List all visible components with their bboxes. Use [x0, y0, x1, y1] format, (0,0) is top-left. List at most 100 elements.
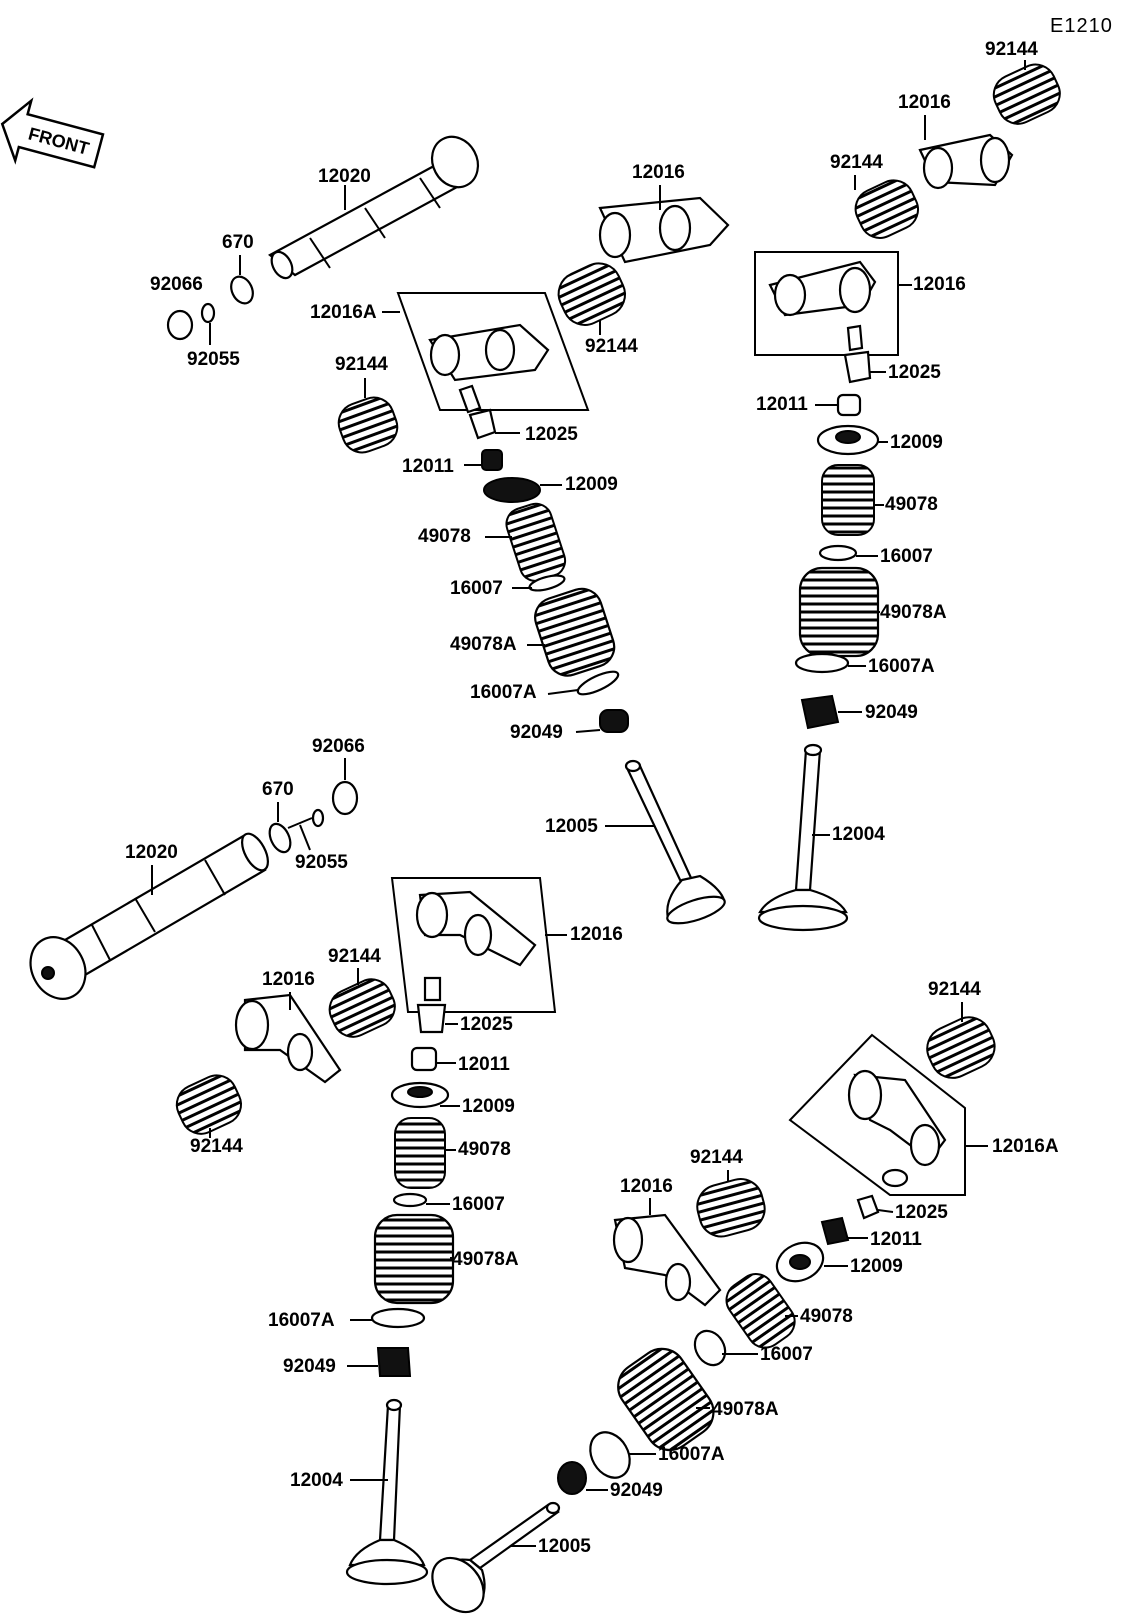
tr-seat	[818, 544, 858, 562]
bl-valve	[345, 1398, 429, 1586]
callout-ul-adjuster: 12025	[525, 424, 578, 445]
tr-adjuster	[843, 350, 872, 384]
bl-adjuster-tip	[423, 976, 442, 1002]
ul-seat-a	[576, 670, 620, 696]
br-inner-spring	[725, 1273, 796, 1349]
callout-bl-adjuster: 12025	[460, 1014, 513, 1035]
callout-br-rocker: 12016	[620, 1176, 673, 1197]
callout-tr-seat: 16007	[880, 546, 933, 567]
callout-br-inner-spring: 49078	[800, 1306, 853, 1327]
callout-ul-rocker: 12016A	[310, 302, 377, 323]
callout-bl-seal: 92049	[283, 1356, 336, 1377]
callout-bl-retainer: 12009	[462, 1096, 515, 1117]
tr-rocker-arm	[768, 260, 877, 317]
callout-top-plug: 92066	[150, 274, 203, 295]
callout-bl-valve: 12004	[290, 1470, 343, 1491]
callout-br-seat-a: 16007A	[658, 1444, 725, 1465]
br-nut	[820, 1216, 850, 1246]
callout-tr-spring-top: 92144	[985, 39, 1038, 60]
callout-tr-adjuster: 12025	[888, 362, 941, 383]
callout-ul-seat: 16007	[450, 578, 503, 599]
callout-bl-nut: 12011	[458, 1054, 510, 1075]
callout-br-adjuster: 12025	[895, 1202, 948, 1223]
br-rocker-arm	[612, 1213, 722, 1307]
callout-tr-outer-spring: 49078A	[880, 602, 947, 623]
bot-plug-ring	[311, 808, 325, 828]
bot-oring	[268, 822, 292, 854]
callout-mid-rocker: 12016	[632, 162, 685, 183]
callout-ul-valve: 12005	[545, 816, 598, 837]
tr-rocker-box	[754, 251, 899, 356]
callout-ul-retainer: 12009	[565, 474, 618, 495]
callout-tr-seat-a: 16007A	[868, 656, 935, 677]
callout-bot-plug: 92066	[312, 736, 365, 757]
callout-ul-seat-a: 16007A	[470, 682, 537, 703]
ul-inner-spring	[505, 502, 567, 582]
ul-outer-spring	[534, 587, 616, 677]
tr-spring-top	[992, 63, 1061, 125]
ul-valve	[624, 759, 726, 925]
callout-ul-seal: 92049	[510, 722, 563, 743]
bot-rocker-shaft	[29, 832, 269, 1000]
top-plug	[166, 309, 194, 341]
callout-br-retainer: 12009	[850, 1256, 903, 1277]
callout-ul-outer-spring: 49078A	[450, 634, 517, 655]
ul-nut	[481, 449, 503, 471]
bl-rocker-arm-box	[415, 890, 537, 967]
ul-spring-left	[337, 396, 399, 454]
bl-inner-spring	[394, 1117, 446, 1189]
tr-inner-spring	[821, 464, 875, 536]
callout-br-outer-spring: 49078A	[712, 1399, 779, 1420]
br-spring	[696, 1178, 766, 1238]
callout-mid-spring: 92144	[585, 336, 638, 357]
callout-tr-valve: 12004	[832, 824, 885, 845]
top-plug-ring	[200, 302, 216, 324]
br-valve	[431, 1501, 561, 1614]
callout-br-seal: 92049	[610, 1480, 663, 1501]
tr-spring-mid	[854, 179, 919, 239]
br-rocker-box	[788, 1033, 966, 1196]
ul-adjuster	[468, 408, 497, 440]
bl-seal	[376, 1347, 412, 1377]
callout-br-spring: 92144	[690, 1147, 743, 1168]
ul-seal	[599, 709, 629, 733]
callout-top-plug-ring: 92055	[187, 349, 240, 370]
tr-seat-a	[794, 652, 850, 674]
bl-spring-a	[328, 978, 396, 1038]
br-spring-top	[926, 1016, 996, 1079]
callout-tr-spring-mid: 92144	[830, 152, 883, 173]
br-rocker-arm-box	[847, 1069, 947, 1188]
bl-outer-spring	[373, 1213, 455, 1305]
mid-spring	[557, 262, 626, 326]
callout-bl-outer-spring: 49078A	[452, 1249, 519, 1270]
br-seat-a	[589, 1431, 631, 1479]
ul-rocker-arm	[428, 323, 550, 382]
tr-seal	[800, 694, 840, 730]
bot-plug	[331, 780, 359, 816]
callout-tr-inner-spring: 49078	[885, 494, 938, 515]
callout-tr-retainer: 12009	[890, 432, 943, 453]
bl-nut	[410, 1046, 438, 1072]
callout-bl-inner-spring: 49078	[458, 1139, 511, 1160]
callout-bot-oring: 670	[262, 779, 294, 800]
br-seal	[557, 1461, 587, 1495]
bl-rocker-box	[390, 877, 557, 1013]
top-rocker-shaft	[268, 135, 480, 280]
callout-ul-spring-a: 92144	[335, 354, 388, 375]
callout-bl-spring-b: 92144	[190, 1136, 243, 1157]
br-outer-spring	[617, 1347, 715, 1452]
callout-bot-plug-ring: 92055	[295, 852, 348, 873]
front-arrow-icon: FRONT	[0, 97, 105, 169]
bl-rocker-arm	[234, 993, 342, 1084]
callout-top-oring: 670	[222, 232, 254, 253]
bl-seat	[392, 1192, 428, 1208]
callout-bl-rocker: 12016	[262, 969, 315, 990]
diagram-code: E1210	[1050, 15, 1113, 37]
top-oring	[230, 275, 254, 305]
tr-valve	[757, 743, 849, 932]
callout-br-spring-top: 92144	[928, 979, 981, 1000]
callout-bl-seat: 16007	[452, 1194, 505, 1215]
br-adjuster	[856, 1194, 880, 1220]
callout-br-rocker-box: 12016A	[992, 1136, 1059, 1157]
callout-tr-rocker-box: 12016	[913, 274, 966, 295]
